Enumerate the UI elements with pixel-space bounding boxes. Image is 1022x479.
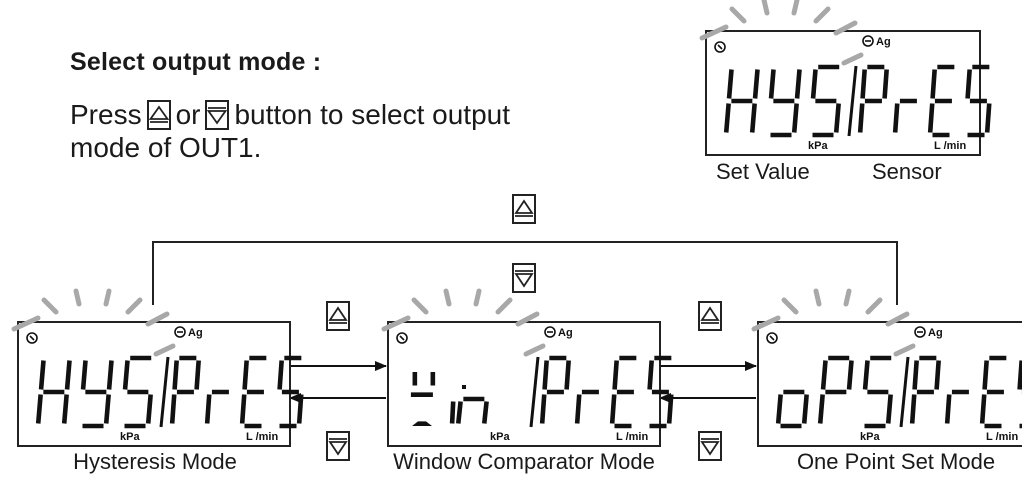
unit-l-min: L /min	[246, 431, 278, 443]
unit-kpa: kPa	[490, 431, 510, 443]
ag-label: Ag	[876, 36, 891, 48]
instruction-or: or	[175, 99, 201, 130]
blink-rays-icon	[381, 288, 546, 357]
unit-l-min: L /min	[986, 431, 1018, 443]
down-button-icon	[698, 431, 722, 461]
blink-rays-icon	[11, 288, 176, 357]
caption-window-comparator-mode: Window Comparator Mode	[393, 449, 655, 474]
blink-rays-icon	[699, 0, 864, 66]
caption-set-value: Set Value	[716, 159, 810, 184]
loop-up-button-icon	[512, 194, 536, 224]
set-value-digits	[723, 64, 841, 138]
ag-label: Ag	[558, 327, 573, 339]
ag-indicator-icon	[914, 326, 926, 338]
set-value-digits	[775, 355, 893, 429]
sensor-digits	[169, 355, 304, 429]
down-button-icon	[205, 99, 230, 130]
down-button-icon	[326, 431, 350, 461]
instruction-text: Press or button to select output mode of…	[70, 98, 630, 164]
loop-down-button-icon	[512, 263, 536, 293]
set-value-digits	[35, 355, 153, 429]
instruction-rest: button to select output	[234, 99, 511, 130]
instruction-line2: mode of OUT1.	[70, 132, 262, 163]
lcd-display-one-point: Ag kPa L /min	[751, 288, 1022, 447]
unit-kpa: kPa	[860, 431, 880, 443]
lock-indicator-icon	[766, 332, 778, 344]
lock-indicator-icon	[26, 332, 38, 344]
blink-rays-icon	[751, 288, 916, 357]
lcd-display-window: Ag kPa L /min	[381, 288, 674, 447]
ag-label: Ag	[928, 327, 943, 339]
sensor-digits	[539, 355, 674, 429]
lock-indicator-icon	[396, 332, 408, 344]
instruction-press: Press	[70, 99, 142, 130]
up-button-icon	[146, 99, 171, 130]
set-value-digits	[410, 372, 489, 426]
up-button-icon	[326, 301, 350, 331]
cycle-loop-line	[152, 241, 898, 305]
unit-kpa: kPa	[120, 431, 140, 443]
caption-sensor: Sensor	[872, 159, 942, 184]
up-button-icon	[698, 301, 722, 331]
ag-indicator-icon	[544, 326, 556, 338]
unit-l-min: L /min	[616, 431, 648, 443]
sensor-digits	[857, 64, 992, 138]
ag-indicator-icon	[862, 35, 874, 47]
section-heading: Select output mode :	[70, 48, 322, 76]
sensor-digits	[909, 355, 1022, 429]
ag-indicator-icon	[174, 326, 186, 338]
unit-l-min: L /min	[934, 140, 966, 152]
ag-label: Ag	[188, 327, 203, 339]
lcd-display-hysteresis: Ag kPa L /min	[11, 288, 304, 447]
caption-one-point-set-mode: One Point Set Mode	[797, 449, 995, 474]
lock-indicator-icon	[714, 41, 726, 53]
lcd-display-top: Ag kPa L /min	[699, 0, 992, 156]
unit-kpa: kPa	[808, 140, 828, 152]
caption-hysteresis-mode: Hysteresis Mode	[73, 449, 237, 474]
